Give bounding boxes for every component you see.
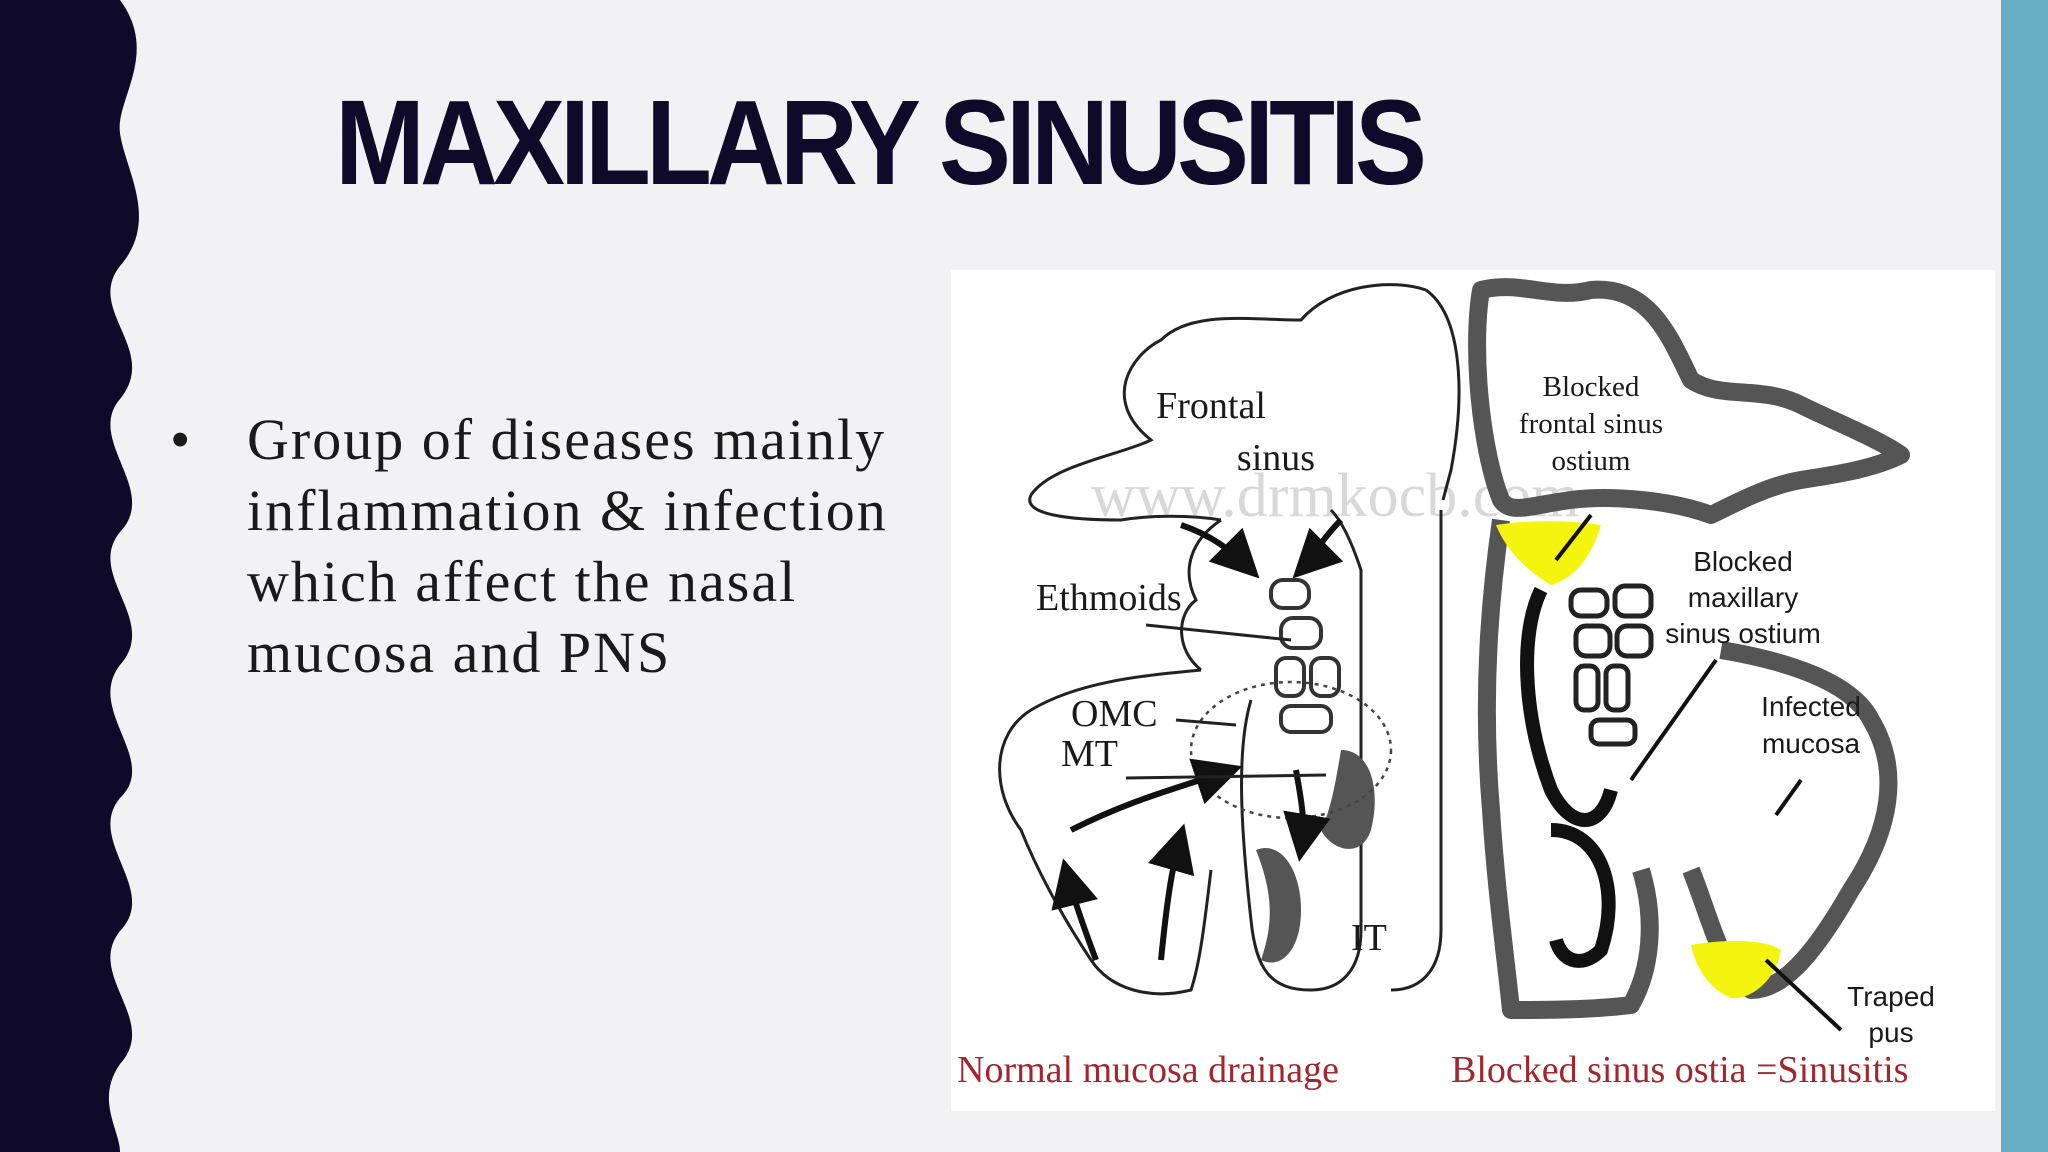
ethmoid-cell — [1279, 616, 1323, 650]
label-mt: MT — [1061, 733, 1118, 775]
arrow-icon — [1283, 769, 1331, 862]
leader-line — [1175, 718, 1237, 727]
bullet-line: Group of diseases mainly — [247, 407, 887, 472]
label-frontal-sinus: Frontal — [1156, 385, 1266, 427]
ethmoid-cell — [1612, 583, 1654, 619]
leader-lines-left — [1125, 623, 1327, 780]
ethmoid-cell — [1588, 717, 1638, 747]
blocked-nasal-cavity — [1477, 518, 1659, 1019]
caption-blocked: Blocked sinus ostia =Sinusitis — [1451, 1049, 1908, 1091]
bullet-line: inflammation & infection — [247, 478, 888, 543]
arrow-icon — [1180, 522, 1260, 579]
sinus-diagram-svg: www.drmkocb.com — [957, 278, 1935, 1091]
pus-maxillary — [1691, 940, 1781, 999]
leader-line — [1774, 778, 1803, 817]
slide-title: MAXILLARY SINUSITIS — [335, 74, 1427, 210]
normal-sinus-anatomy — [998, 283, 1461, 996]
ethmoid-cell — [1614, 623, 1654, 659]
label-trapped-1: Traped — [1847, 981, 1935, 1012]
ethmoid-cell — [1274, 656, 1306, 698]
label-blocked-frontal-3: ostium — [1552, 445, 1631, 477]
bullet-line: mucosa and PNS — [247, 620, 672, 685]
bullet-item: • Group of diseases mainly inflammation … — [170, 404, 930, 688]
leader-line — [1145, 623, 1292, 642]
ethmoid-cell — [1568, 587, 1610, 619]
right-accent-band — [2001, 0, 2048, 1152]
label-frontal-sinus-2: sinus — [1237, 437, 1315, 479]
bullet-list: • Group of diseases mainly inflammation … — [170, 404, 930, 688]
ethmoid-cell — [1573, 663, 1601, 713]
label-omc: OMC — [1071, 693, 1158, 735]
label-blocked-frontal-1: Blocked — [1543, 371, 1640, 403]
label-it: IT — [1351, 917, 1387, 959]
caption-normal: Normal mucosa drainage — [957, 1049, 1339, 1091]
arrow-icon — [1051, 858, 1099, 962]
drainage-arrows — [1051, 517, 1344, 962]
sinus-diagram: www.drmkocb.com — [951, 270, 1995, 1111]
label-blocked-maxillary-1: Blocked — [1693, 546, 1793, 577]
pus-frontal — [1496, 521, 1601, 585]
left-wavy-band — [0, 0, 139, 1152]
ethmoid-cell — [1603, 663, 1631, 713]
label-trapped-2: pus — [1868, 1017, 1913, 1048]
ethmoid-cell — [1279, 704, 1333, 734]
label-ethmoids: Ethmoids — [1036, 577, 1182, 619]
ethmoid-cell — [1269, 578, 1311, 610]
inferior-turbinate — [1256, 848, 1301, 963]
arrow-icon — [1148, 823, 1195, 961]
septum-outline — [1390, 510, 1443, 992]
blocked-frontal-sinus — [1468, 278, 1910, 524]
middle-turbinate — [1321, 750, 1375, 849]
blocked-ethmoid-cells — [1568, 583, 1654, 747]
ethmoid-cell — [1573, 623, 1613, 659]
blocked-inferior-turbinate — [1549, 823, 1616, 968]
leader-lines-right — [1554, 513, 1843, 1032]
leader-line — [1125, 773, 1327, 780]
bullet-line: which affect the nasal — [247, 549, 798, 614]
arrow-icon — [1292, 517, 1344, 579]
leader-line — [1554, 513, 1593, 562]
bullet-marker: • — [170, 407, 193, 472]
ethmoid-outline — [1180, 518, 1222, 672]
leader-line — [1629, 658, 1718, 782]
septum-top-outline — [1425, 288, 1461, 501]
frontal-sinus-outline — [1028, 283, 1427, 522]
ethmoid-cell — [1309, 656, 1341, 698]
maxillary-sinus-outline — [998, 668, 1213, 996]
ethmoid-cells — [1269, 578, 1341, 734]
label-infected-1: Infected — [1761, 691, 1861, 722]
label-infected-2: mucosa — [1762, 728, 1860, 759]
label-blocked-maxillary-3: sinus ostium — [1665, 618, 1821, 649]
label-blocked-maxillary-2: maxillary — [1688, 582, 1798, 613]
label-blocked-frontal-2: frontal sinus — [1519, 408, 1663, 440]
blocked-middle-turbinate — [1520, 586, 1618, 827]
omc-circle — [1189, 680, 1393, 820]
leader-line — [1764, 958, 1843, 1032]
